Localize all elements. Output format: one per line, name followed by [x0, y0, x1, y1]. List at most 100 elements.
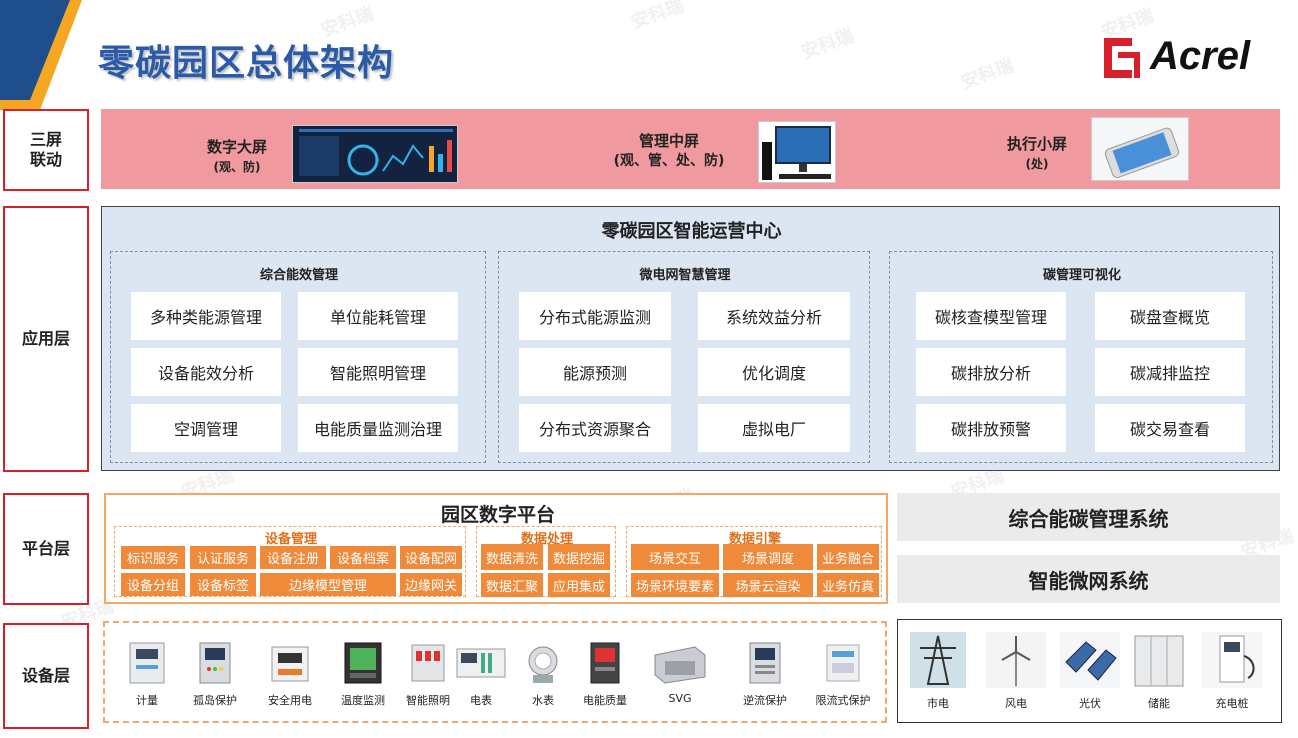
screen-medium-sub: (观、管、处、防) [613, 153, 725, 169]
island-protection-icon [199, 642, 231, 684]
system-microgrid[interactable]: 智能微网系统 [897, 555, 1280, 603]
platform-item-data-clean[interactable]: 数据清洗 [481, 544, 543, 570]
screens-bar: 数字大屏 (观、防) 管理中屏 (观、管、处、防) 执行小屏 (处) [101, 109, 1280, 189]
app-group-carbon: 碳管理可视化 碳核查模型管理 碳盘查概览 碳排放分析 碳减排监控 碳排放预警 碳… [889, 251, 1273, 463]
app-group-title: 综合能效管理 [259, 268, 338, 283]
platform-item-business-sim[interactable]: 业务仿真 [817, 573, 879, 597]
app-item-carbon-model[interactable]: 碳核查模型管理 [916, 292, 1066, 340]
device-label: 逆流保护 [743, 694, 787, 707]
device-label: 智能照明 [406, 694, 450, 707]
desktop-computer-icon [758, 121, 836, 183]
safety-electric-icon [271, 646, 309, 682]
wind-turbine-icon [986, 632, 1046, 688]
device-safety[interactable]: 安全用电 [257, 641, 323, 708]
app-layer-title: 零碳园区智能运营中心 [601, 221, 782, 242]
platform-item-edge-model[interactable]: 边缘模型管理 [260, 573, 396, 596]
device-reverse-current[interactable]: 逆流保护 [737, 641, 793, 708]
platform-item-group[interactable]: 设备分组 [121, 573, 185, 596]
device-island[interactable]: 孤岛保护 [189, 641, 241, 708]
device-meter[interactable]: 计量 [121, 641, 173, 708]
system-energy-carbon[interactable]: 综合能碳管理系统 [897, 493, 1280, 541]
device-temperature[interactable]: 温度监测 [331, 641, 395, 708]
screen-small: 执行小屏 (处) [993, 134, 1081, 174]
platform-item-app-integration[interactable]: 应用集成 [548, 573, 610, 597]
platform-item-scene-env[interactable]: 场景环境要素 [631, 573, 719, 597]
platform-item-scene-interact[interactable]: 场景交互 [631, 544, 719, 570]
energy-charging[interactable]: 充电桩 [1200, 632, 1264, 711]
device-svg[interactable]: SVG [649, 641, 711, 705]
device-label: 电能质量 [583, 694, 627, 707]
platform-item-id-service[interactable]: 标识服务 [121, 546, 185, 569]
app-item-virtual-plant[interactable]: 虚拟电厂 [698, 404, 850, 452]
platform-item-edge-gateway[interactable]: 边缘网关 [400, 573, 462, 596]
app-item-multi-energy[interactable]: 多种类能源管理 [131, 292, 281, 340]
row-label-screens: 三屏 联动 [3, 109, 89, 191]
app-item-benefit-analysis[interactable]: 系统效益分析 [698, 292, 850, 340]
app-item-unit-consumption[interactable]: 单位能耗管理 [298, 292, 458, 340]
platform-item-data-aggregate[interactable]: 数据汇聚 [481, 573, 543, 597]
solar-panel-icon [1060, 632, 1120, 688]
app-item-hvac[interactable]: 空调管理 [131, 404, 281, 452]
device-lighting[interactable]: 智能照明 [395, 641, 461, 708]
acrel-logo-mark-icon [1104, 38, 1140, 78]
platform-item-data-mining[interactable]: 数据挖掘 [548, 544, 610, 570]
app-item-smart-lighting[interactable]: 智能照明管理 [298, 348, 458, 396]
energy-wind[interactable]: 风电 [986, 632, 1046, 711]
screen-small-sub: (处) [1025, 157, 1049, 171]
platform-panel: 园区数字平台 设备管理 标识服务 认证服务 设备注册 设备档案 设备配网 设备分… [104, 493, 888, 604]
device-label: 限流式保护 [815, 694, 871, 707]
device-electric-meter[interactable]: 电表 [455, 641, 507, 708]
platform-device-mgmt: 设备管理 标识服务 认证服务 设备注册 设备档案 设备配网 设备分组 设备标签 … [114, 526, 466, 597]
smart-lighting-icon [411, 644, 445, 682]
platform-item-business-fusion[interactable]: 业务融合 [817, 544, 879, 570]
device-label: 孤岛保护 [193, 694, 237, 707]
device-label: 温度监测 [341, 694, 385, 707]
current-limit-icon [826, 644, 860, 682]
app-layer-panel: 零碳园区智能运营中心 综合能效管理 多种类能源管理 单位能耗管理 设备能效分析 … [101, 206, 1280, 471]
acrel-logo-text: Acrel [1150, 34, 1251, 78]
app-item-carbon-trade[interactable]: 碳交易查看 [1095, 404, 1245, 452]
smartphone-icon [1091, 117, 1189, 181]
app-item-carbon-warning[interactable]: 碳排放预警 [916, 404, 1066, 452]
energy-storage-icon [1134, 635, 1184, 687]
app-group-energy-efficiency: 综合能效管理 多种类能源管理 单位能耗管理 设备能效分析 智能照明管理 空调管理… [110, 251, 486, 463]
svg-device-icon [654, 646, 706, 684]
platform-item-network[interactable]: 设备配网 [400, 546, 462, 569]
energy-storage[interactable]: 储能 [1130, 632, 1188, 711]
row-label-app: 应用层 [3, 206, 89, 472]
platform-item-scene-dispatch[interactable]: 场景调度 [723, 544, 813, 570]
platform-item-archive[interactable]: 设备档案 [330, 546, 396, 569]
app-item-equipment-efficiency[interactable]: 设备能效分析 [131, 348, 281, 396]
app-item-resource-aggregation[interactable]: 分布式资源聚合 [519, 404, 671, 452]
energy-label: 充电桩 [1215, 697, 1249, 710]
app-item-distributed-monitor[interactable]: 分布式能源监测 [519, 292, 671, 340]
platform-item-auth-service[interactable]: 认证服务 [190, 546, 256, 569]
page-title: 零碳园区总体架构 [98, 43, 395, 84]
energy-label: 储能 [1148, 697, 1170, 710]
app-item-energy-forecast[interactable]: 能源预测 [519, 348, 671, 396]
app-item-carbon-reduction[interactable]: 碳减排监控 [1095, 348, 1245, 396]
watermark: 安科瑞 [958, 55, 1017, 94]
platform-item-tag[interactable]: 设备标签 [190, 573, 256, 596]
device-water-meter[interactable]: 水表 [521, 641, 565, 708]
screen-medium: 管理中屏 (观、管、处、防) [599, 131, 739, 171]
energy-solar[interactable]: 光伏 [1060, 632, 1120, 711]
device-power-quality[interactable]: 电能质量 [579, 641, 631, 708]
app-group-title: 微电网智慧管理 [639, 268, 731, 283]
platform-item-register[interactable]: 设备注册 [260, 546, 326, 569]
platform-title: 园区数字平台 [440, 504, 555, 526]
platform-item-cloud-render[interactable]: 场景云渲染 [723, 573, 813, 597]
device-label: 水表 [532, 694, 554, 707]
app-item-dispatch[interactable]: 优化调度 [698, 348, 850, 396]
energy-label: 市电 [927, 697, 949, 710]
water-meter-icon [528, 646, 558, 683]
device-current-limit[interactable]: 限流式保护 [809, 641, 877, 708]
watermark: 安科瑞 [798, 25, 857, 64]
energy-grid[interactable]: 市电 [910, 632, 966, 711]
electric-meter-icon [456, 648, 506, 678]
meter-icon [129, 642, 165, 684]
device-label: 电表 [470, 694, 492, 707]
app-item-carbon-overview[interactable]: 碳盘查概览 [1095, 292, 1245, 340]
app-item-carbon-emission[interactable]: 碳排放分析 [916, 348, 1066, 396]
app-item-power-quality[interactable]: 电能质量监测治理 [298, 404, 458, 452]
